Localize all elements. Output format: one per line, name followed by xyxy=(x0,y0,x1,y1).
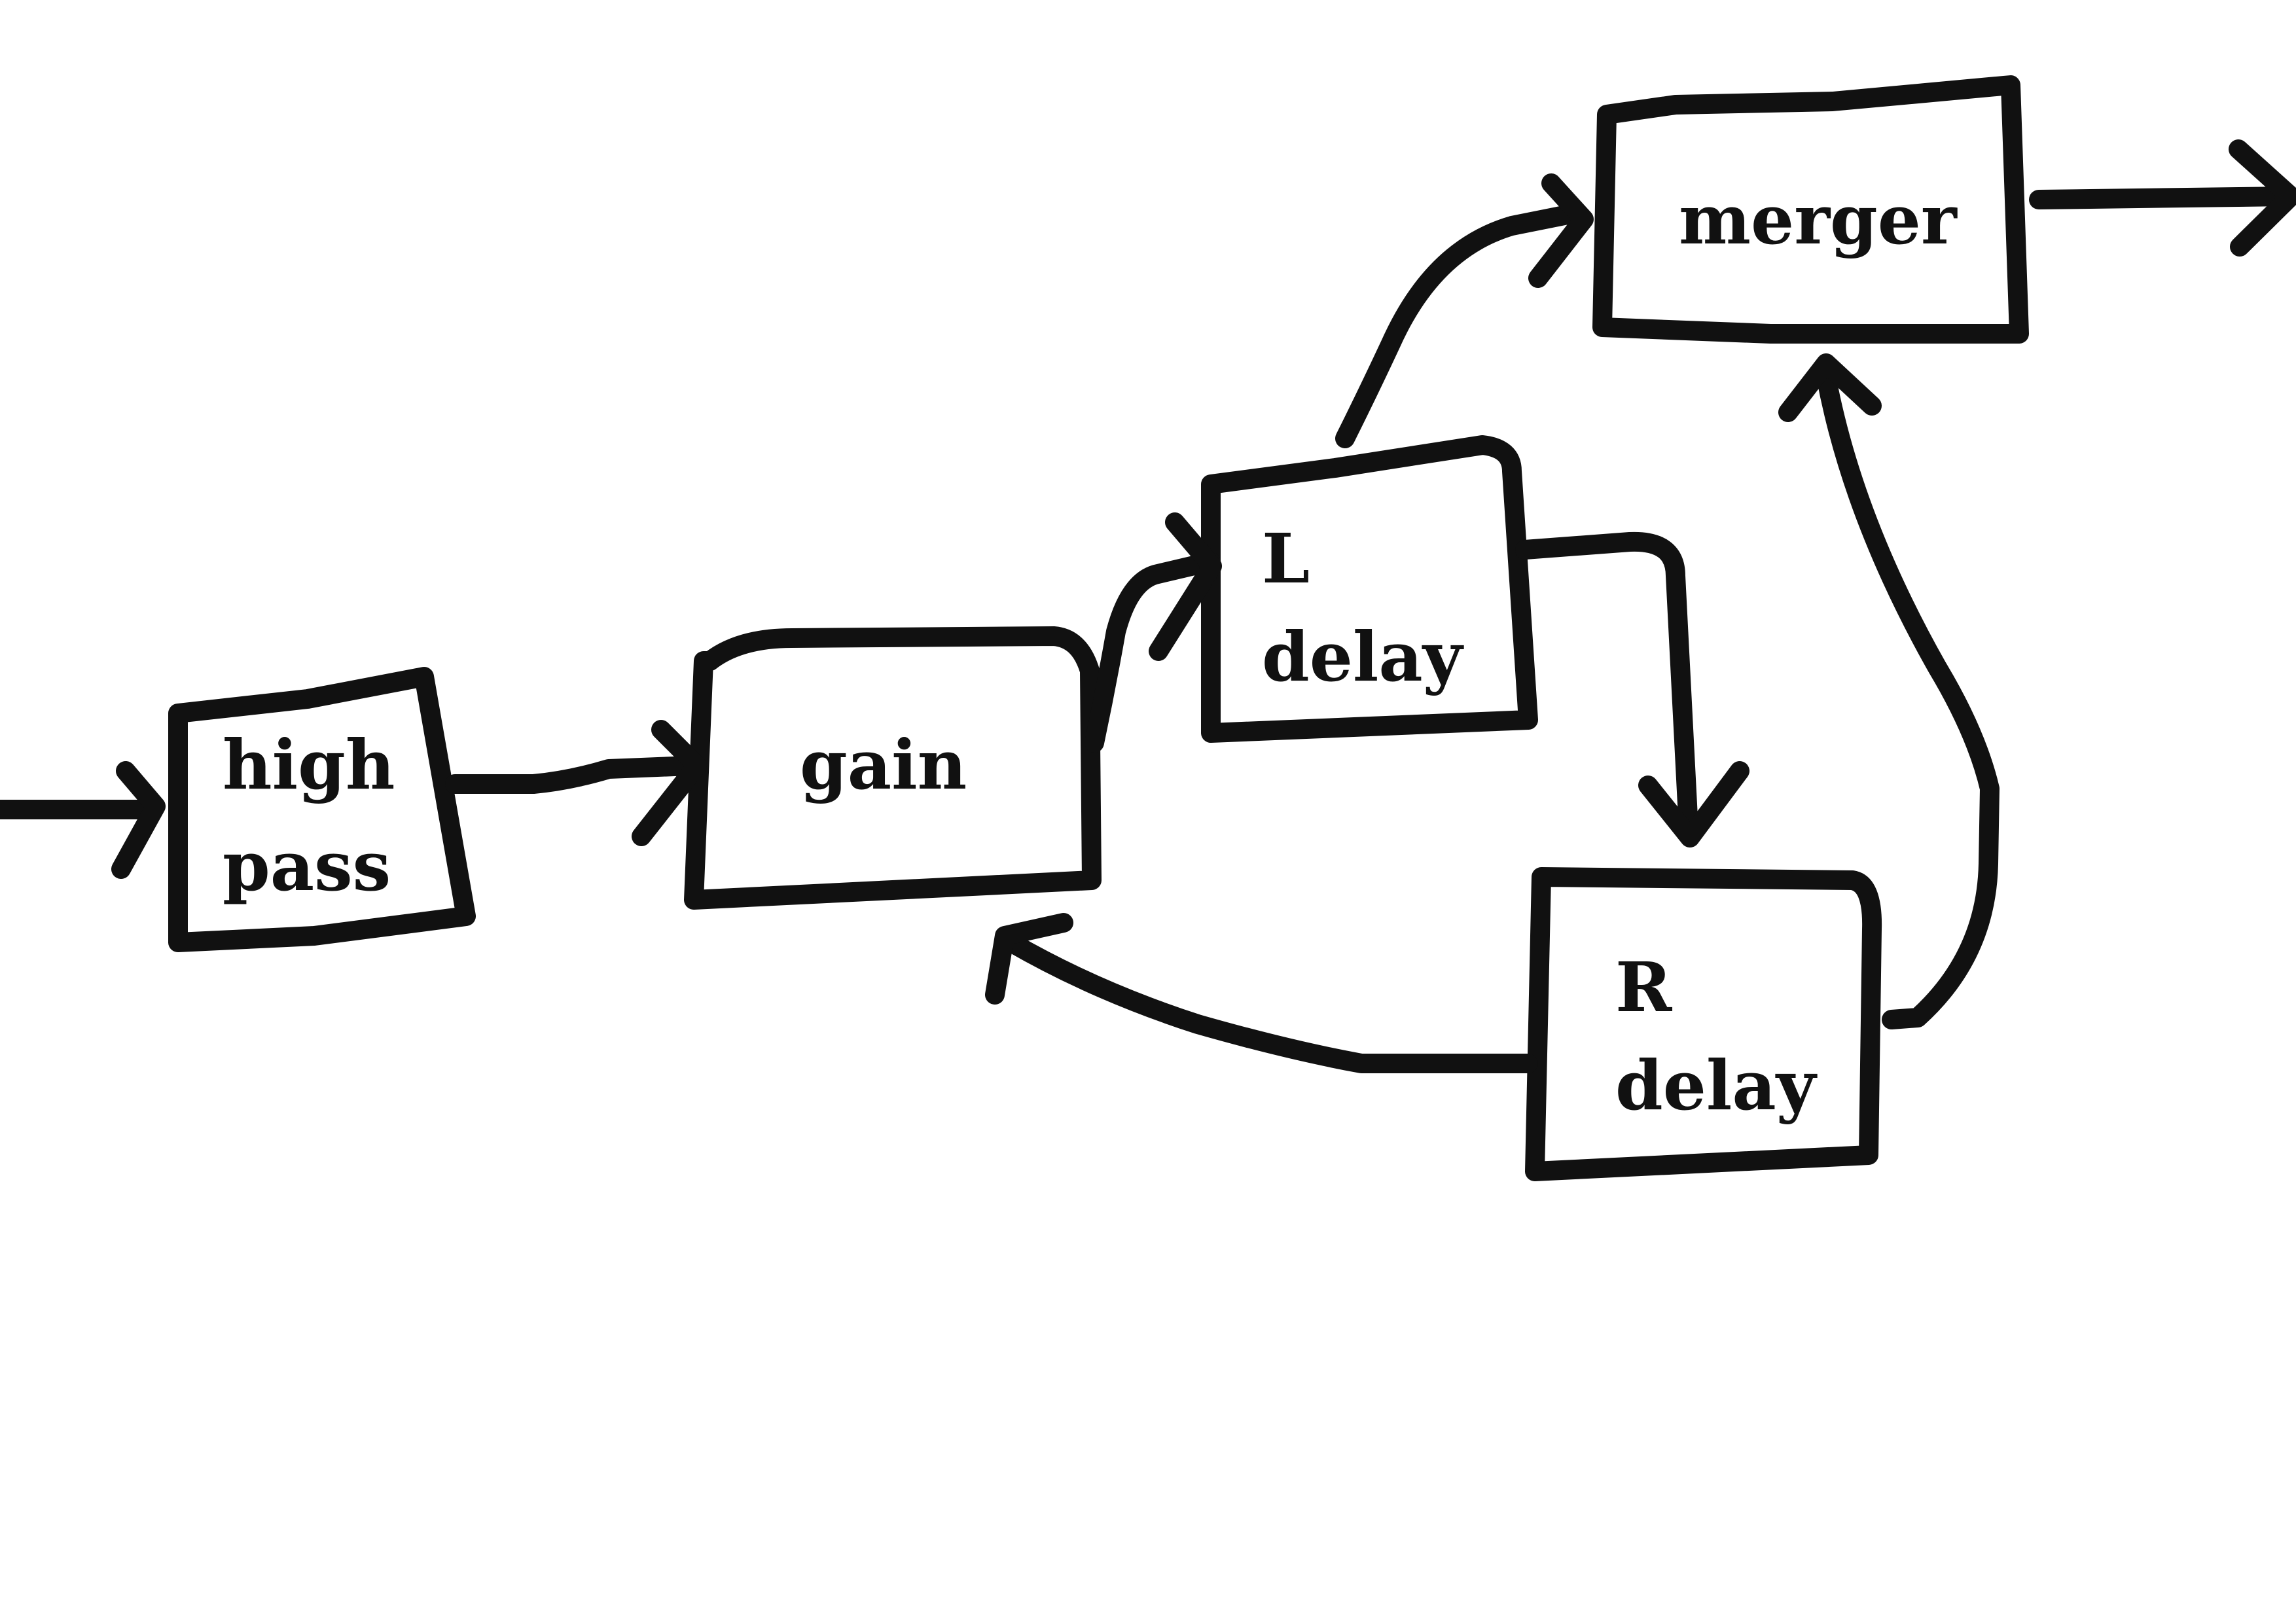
r-delay-box[interactable] xyxy=(1525,867,1882,1181)
r-delay-label-line2: delay xyxy=(1615,1045,1818,1126)
ldelay-to-merger-arrowhead xyxy=(1528,173,1594,288)
ldelay-to-rdelay-line xyxy=(1515,531,1698,840)
input-arrowhead xyxy=(111,761,166,879)
r-delay-label-line1: R xyxy=(1615,947,1673,1027)
high-pass-label-line2: pass xyxy=(223,826,391,906)
high-pass-label-line1: high xyxy=(223,724,395,805)
l-delay-label-line2: delay xyxy=(1262,616,1464,697)
gain-box[interactable] xyxy=(684,626,1102,910)
rdelay-to-gain-feedback-line xyxy=(1001,933,1538,1073)
highpass-to-gain-line xyxy=(445,756,700,794)
rdelay-to-merger-line xyxy=(1816,366,2000,1029)
ldelay-to-rdelay-arrowhead xyxy=(1638,761,1749,847)
merger-box[interactable] xyxy=(1592,75,2029,344)
output-arrowhead xyxy=(2229,139,2296,257)
ldelay-to-merger-line xyxy=(1335,203,1587,448)
highpass-to-gain-arrowhead xyxy=(632,720,707,846)
l-delay-label-line1: L xyxy=(1262,518,1310,599)
rdelay-to-gain-feedback-arrowhead xyxy=(985,913,1073,1005)
gain-label: gain xyxy=(800,724,967,805)
rdelay-to-merger-arrowhead xyxy=(1778,353,1882,422)
merger-label: merger xyxy=(1679,179,1958,260)
high-pass-box[interactable] xyxy=(168,667,476,952)
gain-to-ldelay-arrowhead xyxy=(1149,512,1222,661)
gain-to-ldelay-line xyxy=(1085,552,1221,753)
output-arrow-line xyxy=(2029,187,2296,209)
